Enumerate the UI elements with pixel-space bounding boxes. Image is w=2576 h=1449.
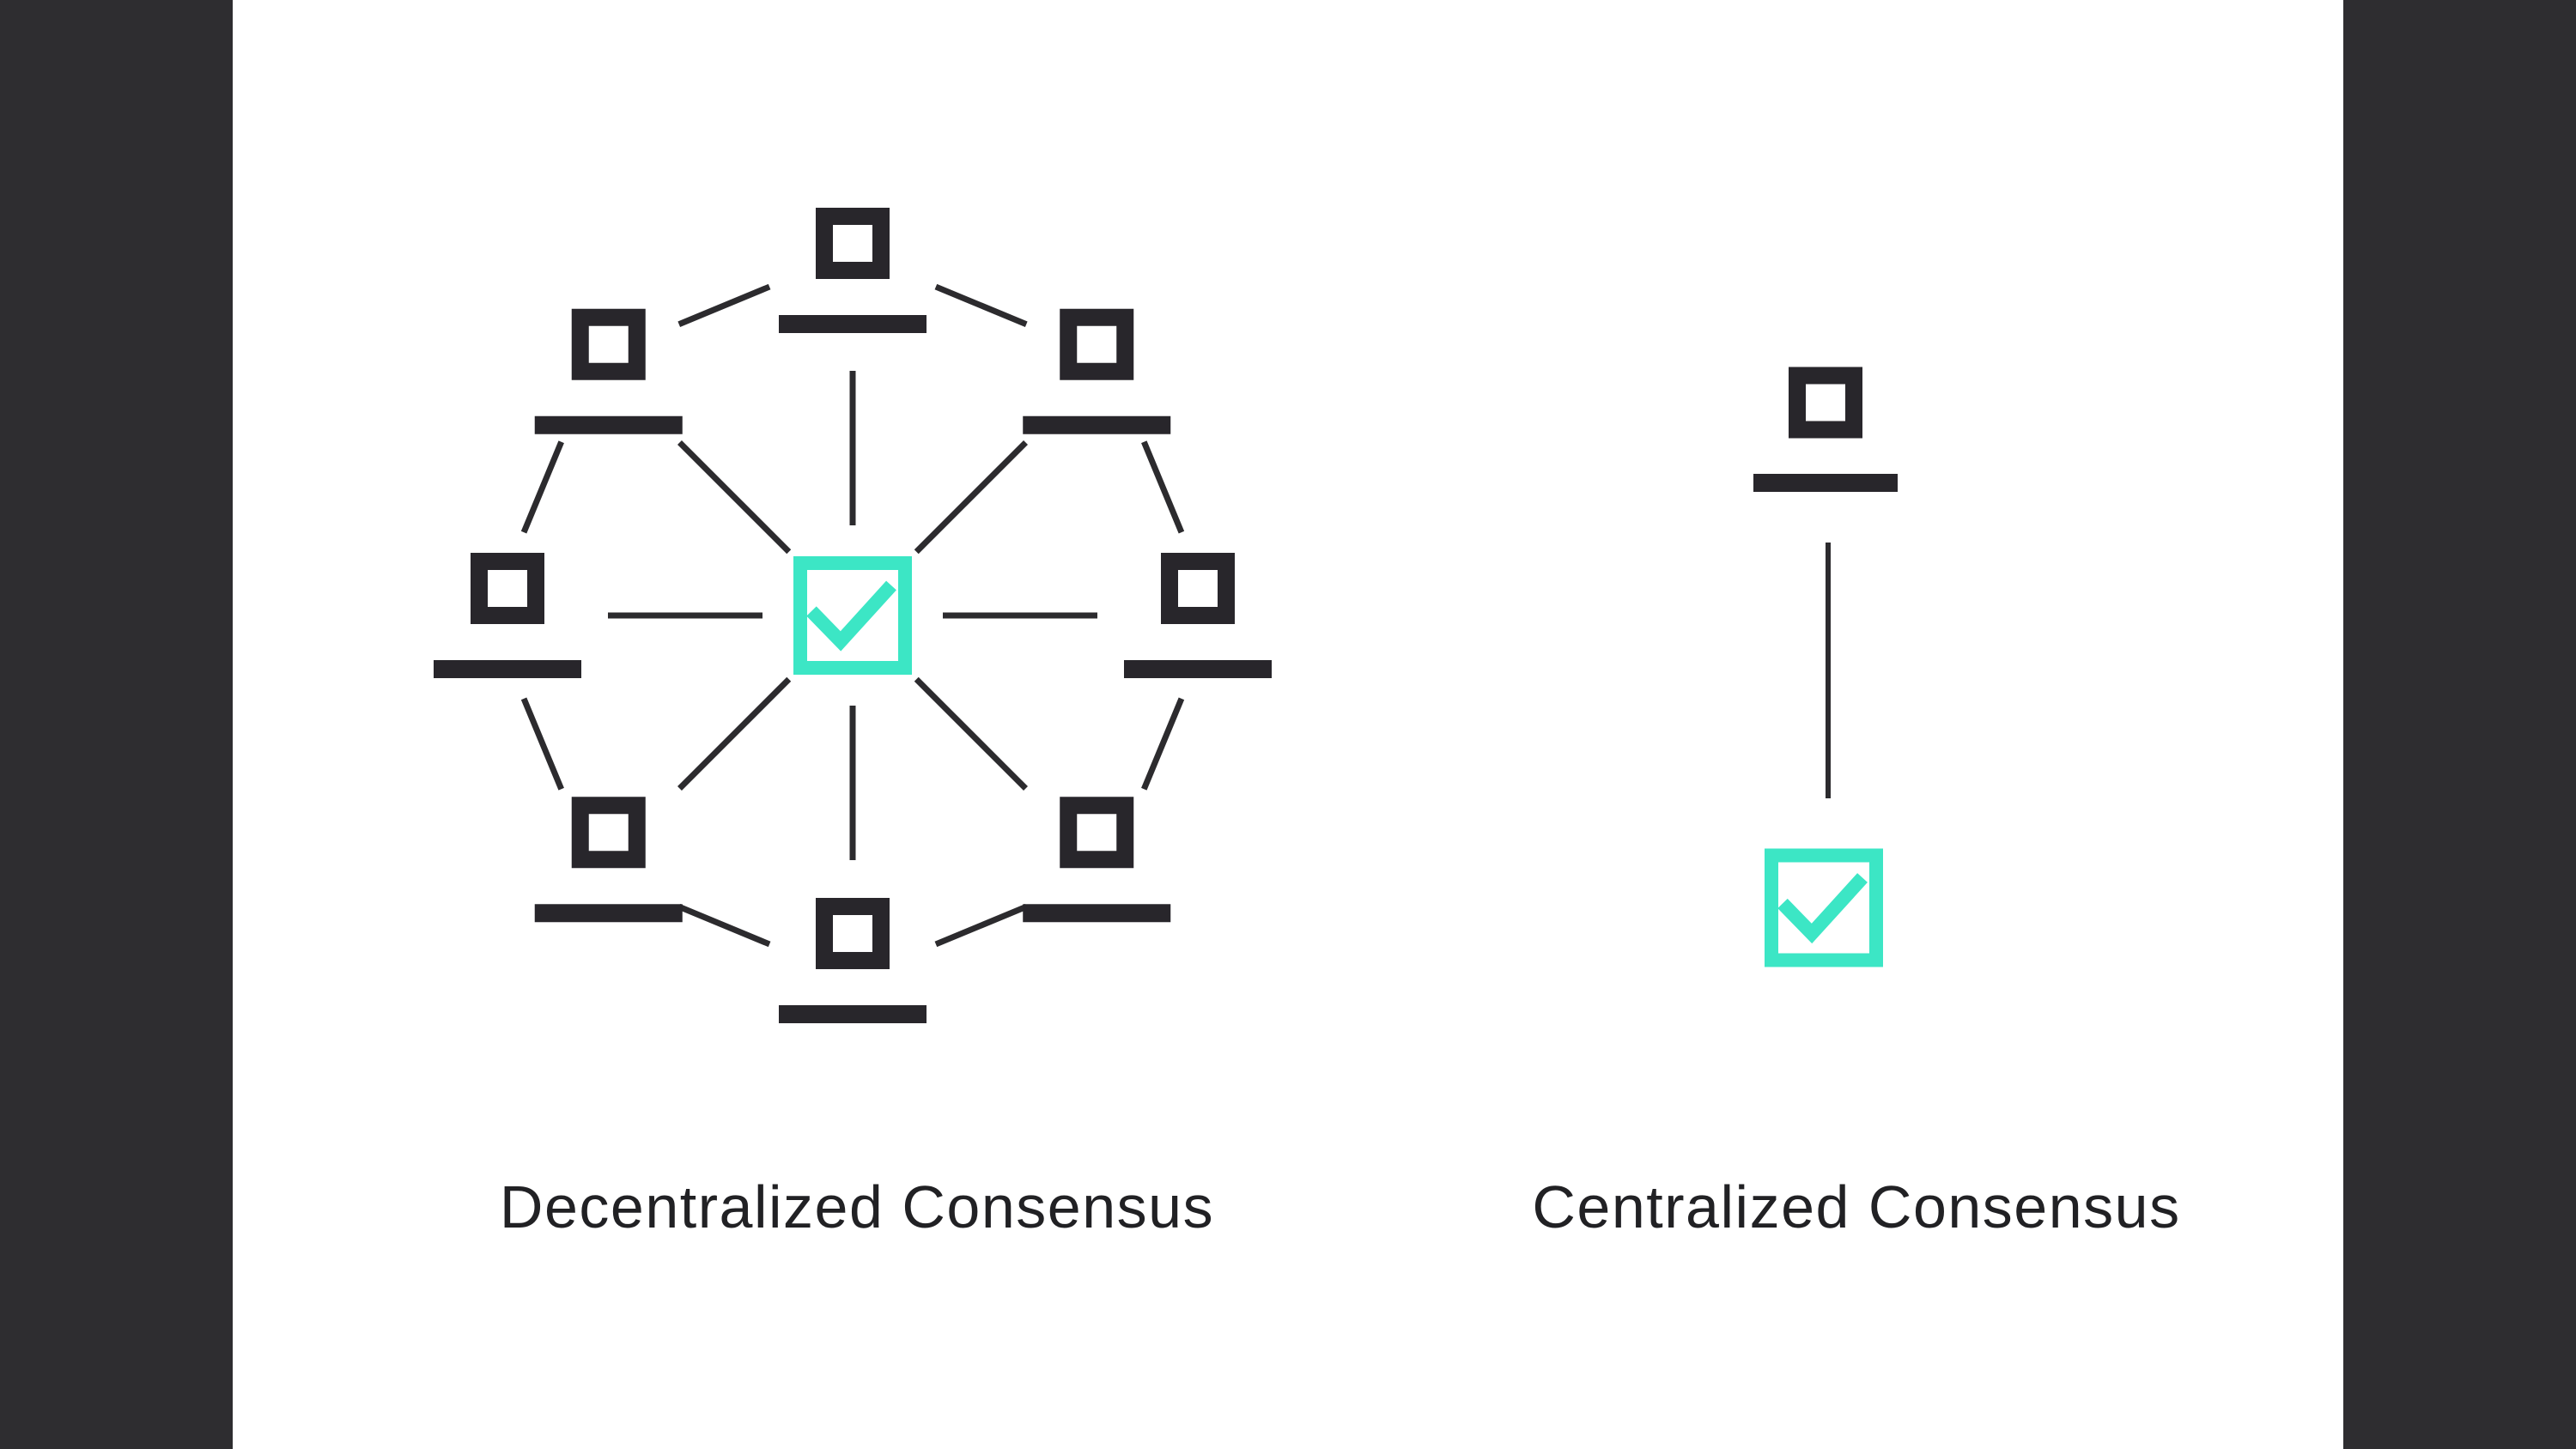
spoke-line	[914, 676, 1029, 791]
monitor-base-bar	[779, 315, 927, 333]
monitor-base-bar	[1753, 474, 1898, 492]
checkmark-icon	[1777, 873, 1868, 944]
monitor-square	[1789, 367, 1862, 439]
monitor-base-bar	[534, 904, 683, 923]
monitor-square	[1060, 308, 1134, 380]
spoke-line	[677, 440, 792, 555]
centralized-diagram-svg	[1753, 367, 1898, 967]
monitor-square	[816, 208, 890, 279]
computer-node-icon	[1023, 797, 1171, 923]
monitor-square	[1161, 553, 1235, 624]
computer-node-icon	[1753, 367, 1898, 492]
monitor-square	[471, 553, 544, 624]
ring-line	[677, 283, 771, 327]
ring-line	[1141, 440, 1185, 534]
spoke-line	[677, 676, 792, 791]
computer-node-icon	[534, 308, 683, 434]
ring-line	[934, 904, 1028, 948]
ring-line	[520, 440, 564, 534]
monitor-base-bar	[1124, 660, 1272, 678]
center-checkbox-icon	[1765, 848, 1883, 967]
ring-line	[677, 904, 771, 948]
spoke-line	[914, 440, 1029, 555]
monitor-base-bar	[534, 415, 683, 434]
monitor-base-bar	[1023, 904, 1171, 923]
right-dark-panel	[2343, 0, 2576, 1449]
computer-node-icon	[534, 797, 683, 923]
monitor-base-bar	[434, 660, 581, 678]
decentralized-consensus-label: Decentralized Consensus	[499, 1173, 1215, 1240]
ring-line	[520, 697, 564, 791]
monitor-square	[1060, 797, 1134, 869]
centralized-consensus-label: Centralized Consensus	[1532, 1173, 2181, 1240]
checkbox-outline	[1765, 848, 1883, 967]
computer-node-icon	[434, 553, 581, 678]
monitor-square	[816, 898, 890, 969]
computer-node-icon	[779, 208, 927, 333]
monitor-square	[571, 797, 646, 869]
monitor-base-bar	[1023, 415, 1171, 434]
monitor-base-bar	[779, 1005, 927, 1023]
ring-line	[934, 283, 1028, 327]
center-checkbox-icon	[793, 556, 912, 675]
computer-node-icon	[779, 898, 927, 1023]
monitor-square	[571, 308, 646, 380]
checkmark-icon	[806, 580, 896, 652]
computer-node-icon	[1023, 308, 1171, 434]
left-dark-panel	[0, 0, 233, 1449]
decentralized-network-svg	[434, 208, 1272, 1023]
computer-node-icon	[1124, 553, 1272, 678]
ring-line	[1141, 697, 1185, 791]
